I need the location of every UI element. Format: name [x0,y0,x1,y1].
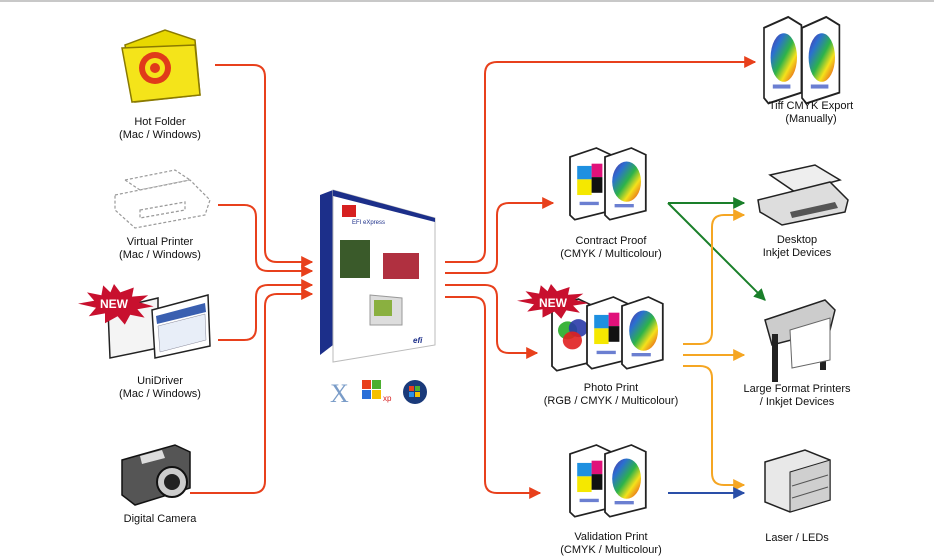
label-sub: / Inkjet Devices [759,396,835,408]
svg-text:efi: efi [413,336,423,345]
contract-proof-icon [569,147,647,221]
label-title: Hot Folder [134,116,186,128]
output-flows [445,56,757,499]
laser-led-label: Laser / LEDs [697,532,897,545]
validation-print-icon [569,444,647,518]
label-title: Large Format Printers [743,383,851,395]
photo-print-new-badge: NEW [539,296,568,310]
windows-vista-icon [403,380,427,404]
label-sub: (Mac / Windows) [119,249,201,261]
label-title: Digital Camera [123,513,197,525]
label-sub: (Manually) [785,113,837,125]
hot-folder-label: Hot Folder(Mac / Windows) [60,116,260,142]
contract-device-flows [667,197,766,301]
label-title: Laser / LEDs [765,532,829,544]
label-title: UniDriver [137,375,183,387]
label-sub: (Mac / Windows) [119,129,201,141]
flow-hot-folder [215,64,314,268]
input-flows [190,64,314,494]
os-logos: X xp [330,379,427,408]
unidriver-new-badge: NEW [100,297,129,311]
efi-express-product-box: efi [320,189,436,363]
label-title: Virtual Printer [126,236,194,248]
validation-print-label: Validation Print(CMYK / Multicolour) [511,531,711,557]
label-sub: (Mac / Windows) [119,388,201,400]
contract-proof-label: Contract Proof(CMYK / Multicolour) [511,235,711,261]
flow-contract [445,197,555,274]
folder-icon [121,29,201,103]
label-title: Contract Proof [575,235,647,247]
svg-text:xp: xp [383,394,392,403]
flow-virtual-printer [218,204,314,277]
digital-camera-label: Digital Camera [60,513,260,526]
product-name: EFI eXpress [352,220,386,226]
label-sub: Inkjet Devices [762,247,832,259]
tiff-export-label: Tiff CMYK Export(Manually) [711,100,911,126]
label-sub: (CMYK / Multicolour) [560,248,662,260]
windows-xp-icon: xp [362,380,392,403]
flow-validation [445,296,542,499]
large-format-printer-icon [764,299,836,382]
unidriver-label: UniDriver(Mac / Windows) [60,375,260,401]
tiff-export-icon [762,15,841,105]
laser-printer-icon [764,449,831,513]
virtual-printer-icon [114,169,211,229]
label-title: Photo Print [583,382,639,394]
flow-tiff [445,56,757,263]
large-format-label: Large Format Printers/ Inkjet Devices [697,383,897,409]
camera-icon [121,444,191,506]
top-divider [0,0,934,2]
virtual-printer-label: Virtual Printer(Mac / Windows) [60,236,260,262]
unidriver-icon [78,284,211,359]
label-sub: (CMYK / Multicolour) [560,544,662,556]
photo-device-flows [683,209,746,491]
label-title: Validation Print [574,531,648,543]
label-title: Tiff CMYK Export [768,100,854,112]
label-title: Desktop [776,234,818,246]
label-sub: (RGB / CMYK / Multicolour) [543,395,679,407]
photo-print-label: Photo Print(RGB / CMYK / Multicolour) [511,382,711,408]
flow-camera [190,288,314,494]
flow-photo [445,284,539,359]
desktop-inkjet-icon [757,164,849,226]
flow-unidriver [218,279,314,341]
mac-os-x-icon: X [330,379,349,408]
